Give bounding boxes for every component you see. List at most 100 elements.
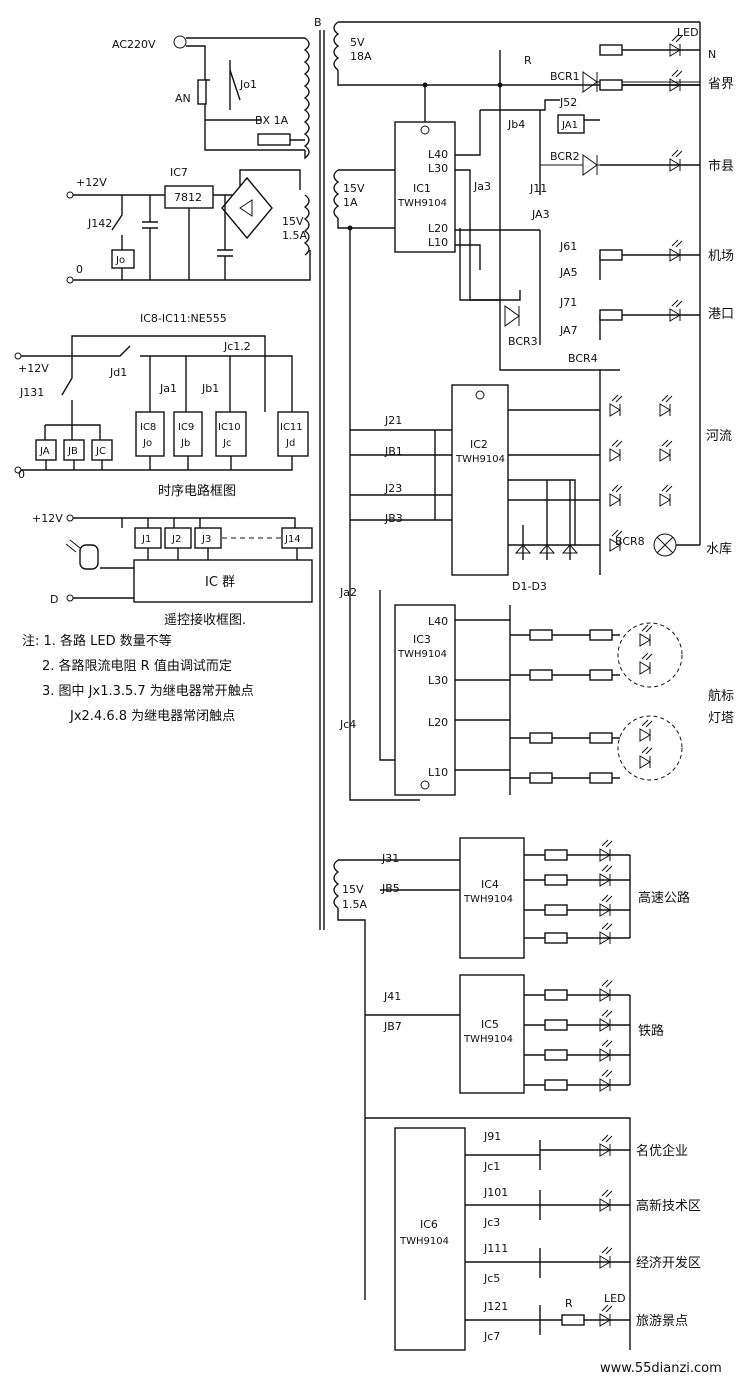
ic3-pin-l20: L20 [428,716,448,729]
resistor-icon [544,874,568,886]
resistor-icon [529,669,553,681]
timer-ic9-relay: Jb [180,438,190,449]
led-icon [659,439,673,462]
ic4-chip-label: TWH9104 [463,894,513,905]
note-2: 2. 各路限流电阻 R 值由调试而定 [42,658,232,674]
ic1-relay-ja1-label: JA1 [561,120,578,131]
led-group [599,34,683,1327]
resistor-icon [529,629,553,641]
winding-15v-1a-voltage: 15V [343,182,365,195]
led-icon [659,394,673,417]
timer-ic10 [215,411,247,457]
beacon-lamp-1 [617,622,683,688]
ic1-pin-l40: L40 [428,148,448,161]
timing-contact-j131: J131 [19,386,44,399]
timing-relay-jc-label: JC [95,446,106,457]
ic6-contact-jc1: Jc1 [483,1160,500,1173]
terminal-zero [66,276,74,284]
ic5-section: IC5 TWH9104 J41 JB7 铁路 [365,974,664,1094]
ic3-pin-l10: L10 [428,766,448,779]
resistor-icon [599,249,623,261]
relay-contact-label: Jo1 [239,78,257,91]
timer-ic9 [173,411,203,457]
regulator-section: +12V IC7 7812 J142 Jo 0 [66,166,311,284]
resistor-icon [529,772,553,784]
plug-icon [173,35,187,49]
bridge-rectifier [221,176,273,240]
timer-ic8-name: IC8 [140,422,156,433]
ic6-led-label: LED [604,1292,626,1305]
ic2-contact-jb1: JB1 [384,445,403,458]
ic4-section: IC4 TWH9104 J31 JB5 高速公路 [380,837,690,959]
led-icon [639,652,653,675]
triac-bcr2: BCR2 [550,150,580,163]
output-beacon: 航标 [708,688,734,704]
pushbutton-icon [197,79,207,105]
ic6-chip [394,1127,466,1351]
led-label-top: LED [677,26,699,39]
led-icon [599,1039,613,1062]
ic3-pin-l40: L40 [428,615,448,628]
timing-zero-label: 0 [18,468,25,481]
remote-ic-group [133,559,313,603]
led-icon [609,439,623,462]
remote-relay-j2-label: J2 [171,534,181,545]
regulator-12v-label: +12V [76,176,107,189]
remote-12v-label: +12V [32,512,63,525]
led-icon [599,1069,613,1092]
led-icon [669,34,683,57]
ic1-contact-ja3b: JA3 [531,208,550,221]
ir-receiver-icon [79,544,99,570]
resistor-icon [599,309,623,321]
ic2-contact-jb3: JB3 [384,512,403,525]
ic6-resistor-label: R [565,1297,573,1310]
timer-ic10-relay: Jc [222,438,231,449]
ic6-contact-jc5: Jc5 [483,1272,500,1285]
led-icon [609,484,623,507]
regulator-ic-label: IC7 [170,166,188,179]
ic2-name: IC2 [470,438,488,451]
led-icon [639,746,653,769]
remote-relay-j14-label: J14 [284,534,301,545]
ic6-contact-jc3: Jc3 [483,1216,500,1229]
remote-ic-label: IC 群 [205,575,235,590]
triac-bcr1: BCR1 [550,70,580,83]
resistor-icon [589,772,613,784]
ic2-contact-j23: J23 [384,482,402,495]
ic6-contact-j91: J91 [483,1130,501,1143]
winding-bridge-voltage: 15V [282,215,304,228]
remote-relay-j3-label: J3 [201,534,211,545]
note-4: Jx2.4.6.8 为继电器常闭触点 [69,709,235,724]
remote-terminal-12v [66,514,74,522]
led-icon [599,1246,613,1269]
ic4-name: IC4 [481,878,499,891]
ic6-contact-j111: J111 [483,1242,508,1255]
remote-section: +12V J1 J2 J3 J14 IC 群 D 遥控接收框图. [32,512,313,628]
timer-ic10-name: IC10 [218,422,241,433]
resistor-icon [599,44,623,56]
ic6-contact-j121: J121 [483,1300,508,1313]
power-supply: AC220V AN Jo1 BX 1A B 5V 18A 15V 1A 15V … [112,16,700,1300]
watermark: www.55dianzi.com [600,1361,722,1376]
remote-relay-j1-label: J1 [141,534,151,545]
regulator-contact-label: J142 [87,217,112,230]
ic3-contact-ja2: Ja2 [339,586,357,599]
ic3-section: L40 IC3 TWH9104 L30 L20 L10 Ja2 Jc4 航标 灯… [339,586,734,796]
led-icon [669,239,683,262]
ic1-pin-l20: L20 [428,222,448,235]
switch-label: AN [175,92,191,105]
ic1-relay-ja1 [557,114,585,134]
remote-zero-label: D [50,593,58,606]
resistor-icon [544,1049,568,1061]
resistor-icon [544,1079,568,1091]
diode-group-label: D1-D3 [512,580,547,593]
winding-15v-1a [333,169,340,219]
resistor-group [529,44,623,1326]
ic1-contact-ja3: Ja3 [473,180,491,193]
timing-terminal-zero [14,466,22,474]
ic1-name: IC1 [413,182,431,195]
timing-relay-jb-label: JB [67,446,78,457]
resistor-icon [544,989,568,1001]
fuse-label: BX 1A [255,114,289,127]
transformer-label: B [314,16,322,29]
